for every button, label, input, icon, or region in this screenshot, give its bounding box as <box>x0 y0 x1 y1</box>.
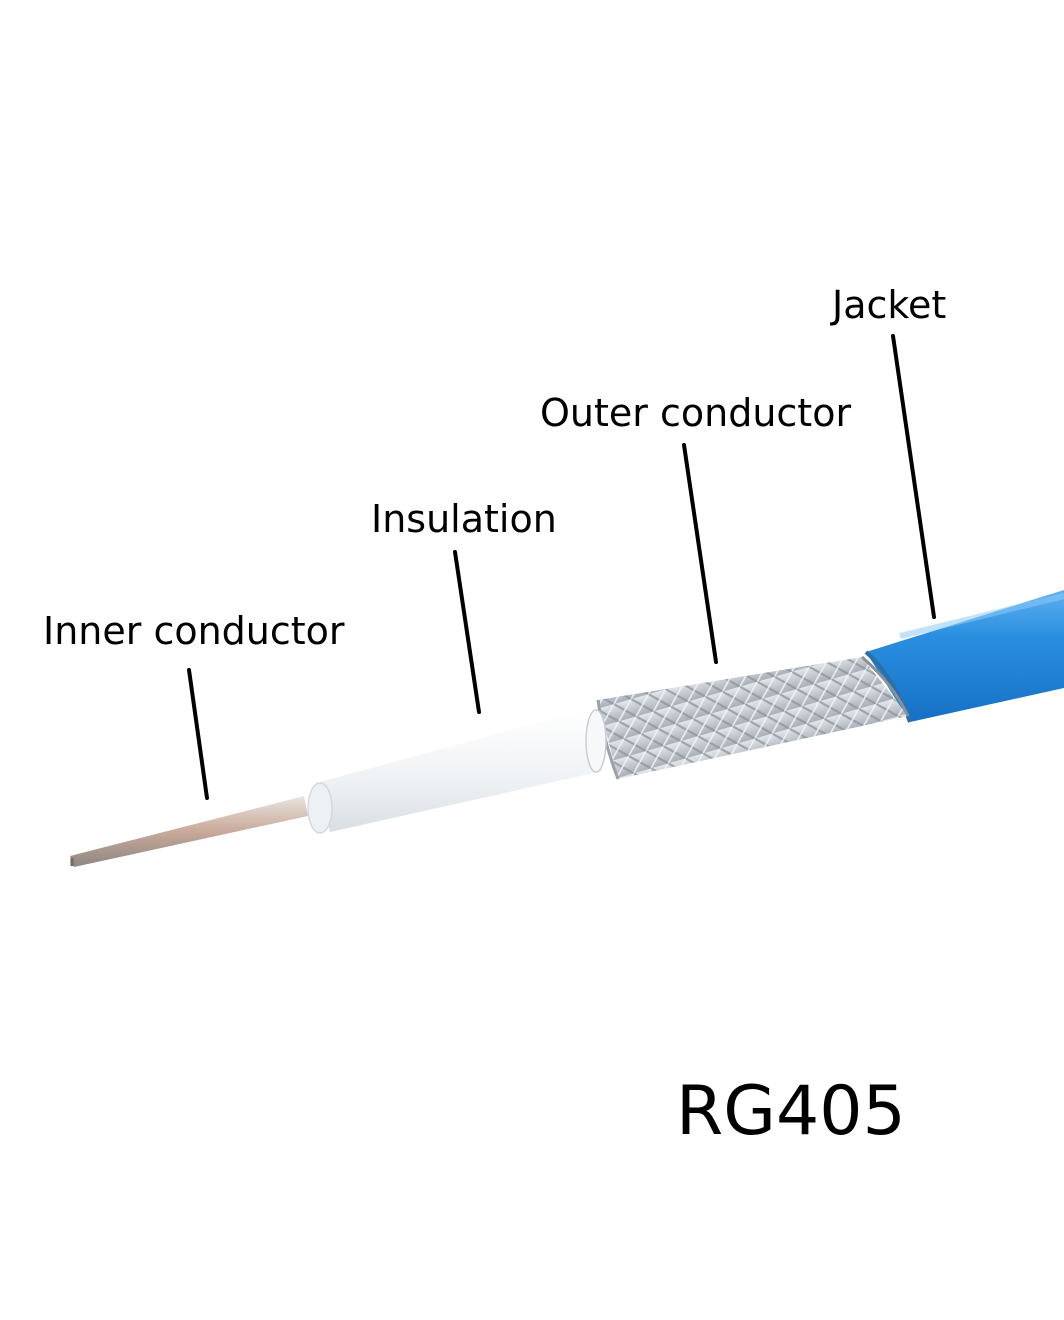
leader-line-insulation <box>453 550 481 714</box>
cable-model-label: RG405 <box>676 1072 906 1151</box>
jacket-body <box>866 590 1064 722</box>
leader-line-outer-conductor <box>682 443 718 664</box>
outer-conductor-section <box>596 655 910 780</box>
inner-conductor-wire <box>70 796 308 867</box>
inner-conductor-section <box>70 796 308 867</box>
jacket-label: Jacket <box>832 283 947 327</box>
braid-body <box>598 657 908 779</box>
inner-conductor-label: Inner conductor <box>43 609 345 653</box>
leader-line-inner-conductor <box>187 668 209 800</box>
insulation-section <box>307 709 607 834</box>
insulation-body <box>316 710 603 832</box>
outer-conductor-label: Outer conductor <box>540 391 852 435</box>
jacket-highlight <box>899 593 1064 639</box>
insulation-cut-face <box>585 709 607 773</box>
leader-lines <box>187 334 936 800</box>
braid-back-edge <box>861 655 910 717</box>
insulation-label: Insulation <box>371 497 557 541</box>
leader-line-jacket <box>891 334 936 619</box>
insulation-end <box>307 782 333 834</box>
